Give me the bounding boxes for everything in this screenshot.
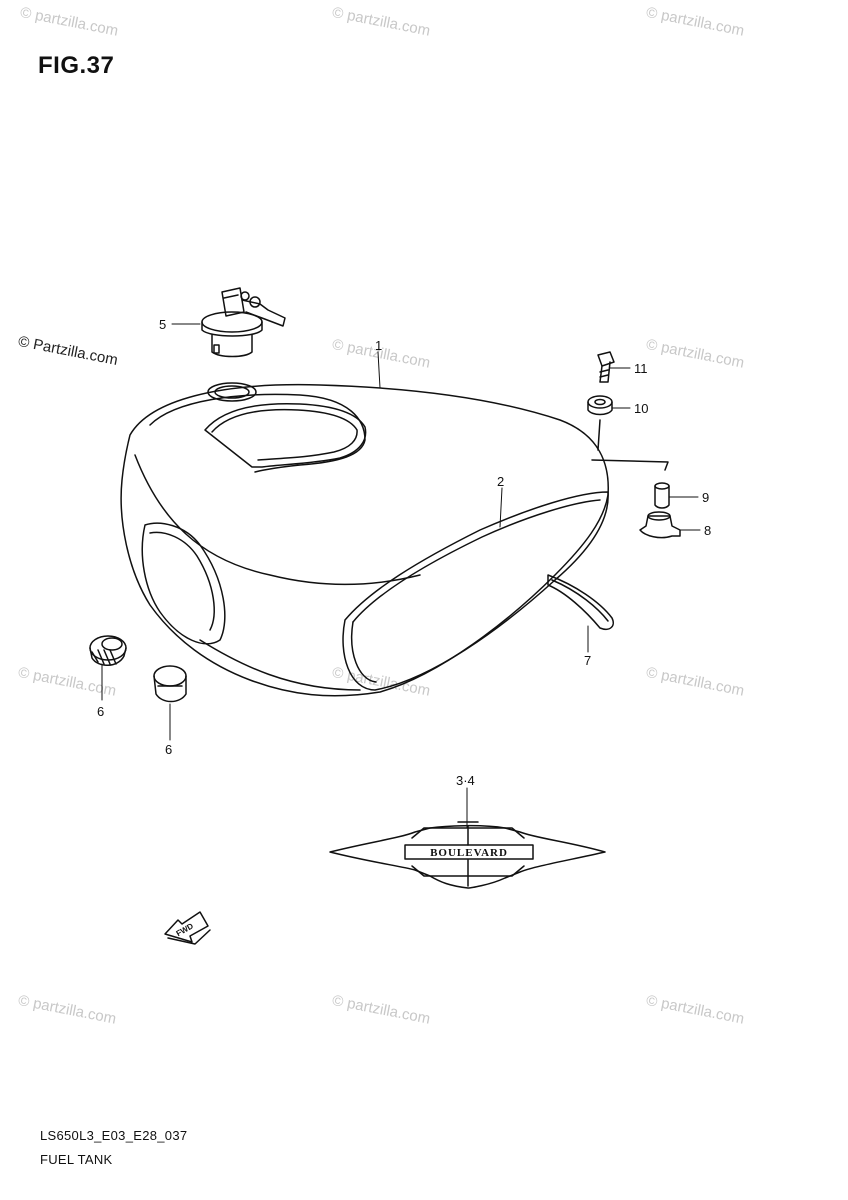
emblem-text: BOULEVARD — [430, 847, 508, 859]
grommet-left — [89, 635, 127, 666]
leader-lines — [101, 323, 701, 829]
fwd-arrow-icon — [164, 911, 211, 945]
figure-name: FUEL TANK — [40, 1152, 113, 1167]
callout-7: 7 — [584, 653, 591, 668]
figure-title: FIG.37 — [38, 52, 115, 79]
callout-11: 11 — [634, 361, 648, 376]
callout-6a: 6 — [97, 704, 104, 719]
callout-9: 9 — [702, 490, 709, 505]
callout-6b: 6 — [165, 742, 172, 757]
hose — [547, 574, 614, 630]
fuel-tank — [120, 382, 669, 697]
emblem — [329, 821, 606, 889]
callout-3-4: 3·4 — [456, 773, 475, 788]
callout-2: 2 — [497, 474, 504, 489]
callout-8: 8 — [704, 523, 711, 538]
cushion — [639, 511, 681, 539]
collar — [654, 482, 670, 509]
callout-5: 5 — [159, 317, 166, 332]
fuel-cap — [201, 287, 286, 358]
figure-code: LS650L3_E03_E28_037 — [40, 1128, 188, 1143]
bolt — [597, 351, 615, 383]
callout-1: 1 — [375, 338, 382, 353]
callout-10: 10 — [634, 401, 648, 416]
washer — [587, 395, 613, 416]
grommet-right — [153, 665, 187, 703]
